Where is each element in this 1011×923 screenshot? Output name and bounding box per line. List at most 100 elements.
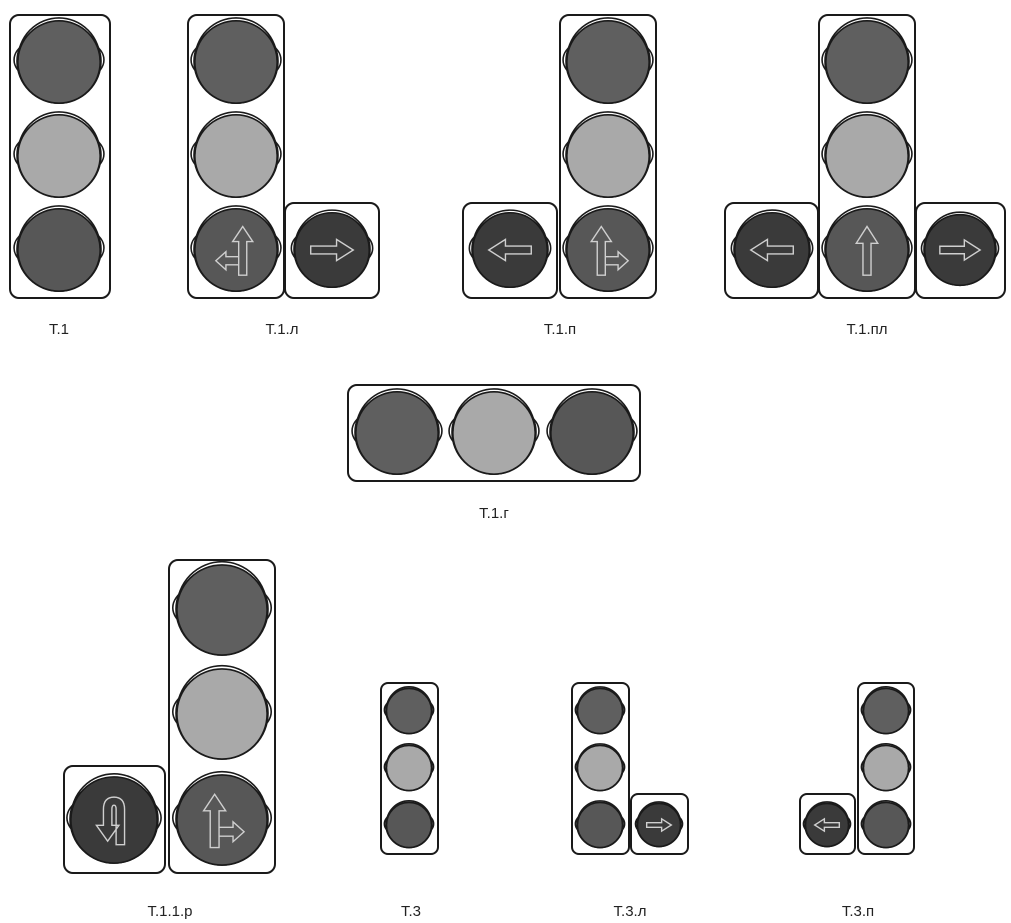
lamp-disc (385, 744, 433, 792)
arrow-right-icon (645, 817, 673, 833)
lamp-disc (176, 668, 268, 760)
signal-lamp (574, 800, 626, 849)
arrow-left-icon (487, 238, 532, 262)
lamp-visor-arc (862, 686, 910, 710)
lamp-disc (566, 20, 650, 104)
lamp-disc (923, 213, 997, 287)
lamp-visor-arc (355, 388, 439, 431)
signal-lamp (574, 743, 626, 792)
lamp-visor-arc (385, 743, 433, 767)
signal-lamp (171, 770, 273, 866)
signal-lamp (860, 800, 912, 849)
lamp-disc (576, 744, 624, 792)
lamp-disc (862, 744, 910, 792)
figure-t3-p: Т.3.п (799, 682, 915, 920)
lamp-disc (385, 801, 433, 849)
signal-lamp (13, 111, 105, 198)
lamp-visor-arc (566, 17, 650, 60)
lamp-disc (576, 801, 624, 849)
lamp-disc (176, 774, 268, 866)
lamp-disc (636, 802, 682, 848)
signal-lamp (821, 205, 913, 292)
lamp-visor-arc (862, 743, 910, 767)
signal-lamp (13, 17, 105, 104)
lamp-disc (566, 208, 650, 292)
signal-lamp (190, 111, 282, 198)
lamp-visor-arc (17, 205, 101, 248)
figure-t3-p-label: Т.3.п (842, 903, 874, 920)
signal-lamp (290, 209, 374, 289)
lamp-visor-arc (636, 801, 682, 824)
lamp-disc (452, 391, 536, 475)
signal-lamp (634, 801, 684, 848)
lamp-visor-arc (176, 560, 268, 608)
signal-lamp (821, 111, 913, 198)
lamp-visor-arc (576, 743, 624, 767)
lamp-disc (194, 208, 278, 292)
figure-t1-p: Т.1.п (462, 14, 657, 338)
arrow-left-icon (749, 238, 794, 262)
signal-lamp (821, 17, 913, 104)
lamp-visor-arc (923, 211, 997, 249)
lamp-visor-arc (550, 388, 634, 431)
lamp-disc (825, 20, 909, 104)
lamp-visor-arc (862, 800, 910, 824)
figure-t1-1-r: Т.1.1.р (63, 559, 276, 920)
signal-lamp (383, 800, 435, 849)
lamp-visor-arc (176, 664, 268, 712)
lamp-visor-arc (385, 686, 433, 710)
figure-t1-p-label: Т.1.п (544, 321, 576, 338)
signal-lamp (468, 209, 552, 289)
figure-t1-pl: Т.1.пл (724, 14, 1006, 338)
figure-t1: Т.1 (9, 14, 111, 338)
arrow-right-icon (939, 238, 982, 262)
lamp-disc (733, 211, 811, 289)
arrow-straight-left-icon (214, 225, 255, 276)
lamp-visor-arc (576, 686, 624, 710)
lamp-disc (825, 208, 909, 292)
lamp-visor-arc (176, 770, 268, 818)
arrow-straight-right-icon (589, 225, 630, 276)
signal-lamp (383, 686, 435, 735)
signal-lamp (171, 664, 273, 760)
arrow-straight-icon (854, 225, 880, 276)
signal-lamp (351, 388, 443, 475)
signal-lamp (448, 388, 540, 475)
lamp-disc (17, 20, 101, 104)
lamp-disc (194, 114, 278, 198)
signal-lamp (190, 17, 282, 104)
signal-lamp (190, 205, 282, 292)
lamp-disc (825, 114, 909, 198)
figure-t3-l: Т.3.л (571, 682, 689, 920)
lamp-visor-arc (825, 205, 909, 248)
signal-lamp (13, 205, 105, 292)
lamp-disc (194, 20, 278, 104)
lamp-visor-arc (385, 800, 433, 824)
figure-t1-g: Т.1.г (347, 384, 641, 522)
lamp-disc (862, 801, 910, 849)
signal-lamp (802, 801, 852, 848)
figure-t1-l: Т.1.л (187, 14, 380, 338)
lamp-visor-arc (194, 205, 278, 248)
lamp-visor-arc (194, 111, 278, 154)
lamp-disc (17, 114, 101, 198)
signal-lamp (546, 388, 638, 475)
lamp-visor-arc (17, 17, 101, 60)
figure-t1-l-label: Т.1.л (266, 321, 299, 338)
lamp-disc (355, 391, 439, 475)
figure-t3-label: Т.3 (401, 903, 421, 920)
lamp-visor-arc (566, 111, 650, 154)
lamp-visor-arc (566, 205, 650, 248)
lamp-visor-arc (452, 388, 536, 431)
figure-t1-g-label: Т.1.г (479, 505, 509, 522)
lamp-disc (804, 802, 850, 848)
signal-lamp (66, 773, 162, 864)
lamp-disc (176, 564, 268, 656)
signal-lamp (562, 111, 654, 198)
figure-t1-label: Т.1 (49, 321, 69, 338)
lamp-disc (862, 687, 910, 735)
signal-lamp (562, 17, 654, 104)
figure-t1-pl-label: Т.1.пл (846, 321, 887, 338)
signal-lamp (920, 211, 1000, 287)
